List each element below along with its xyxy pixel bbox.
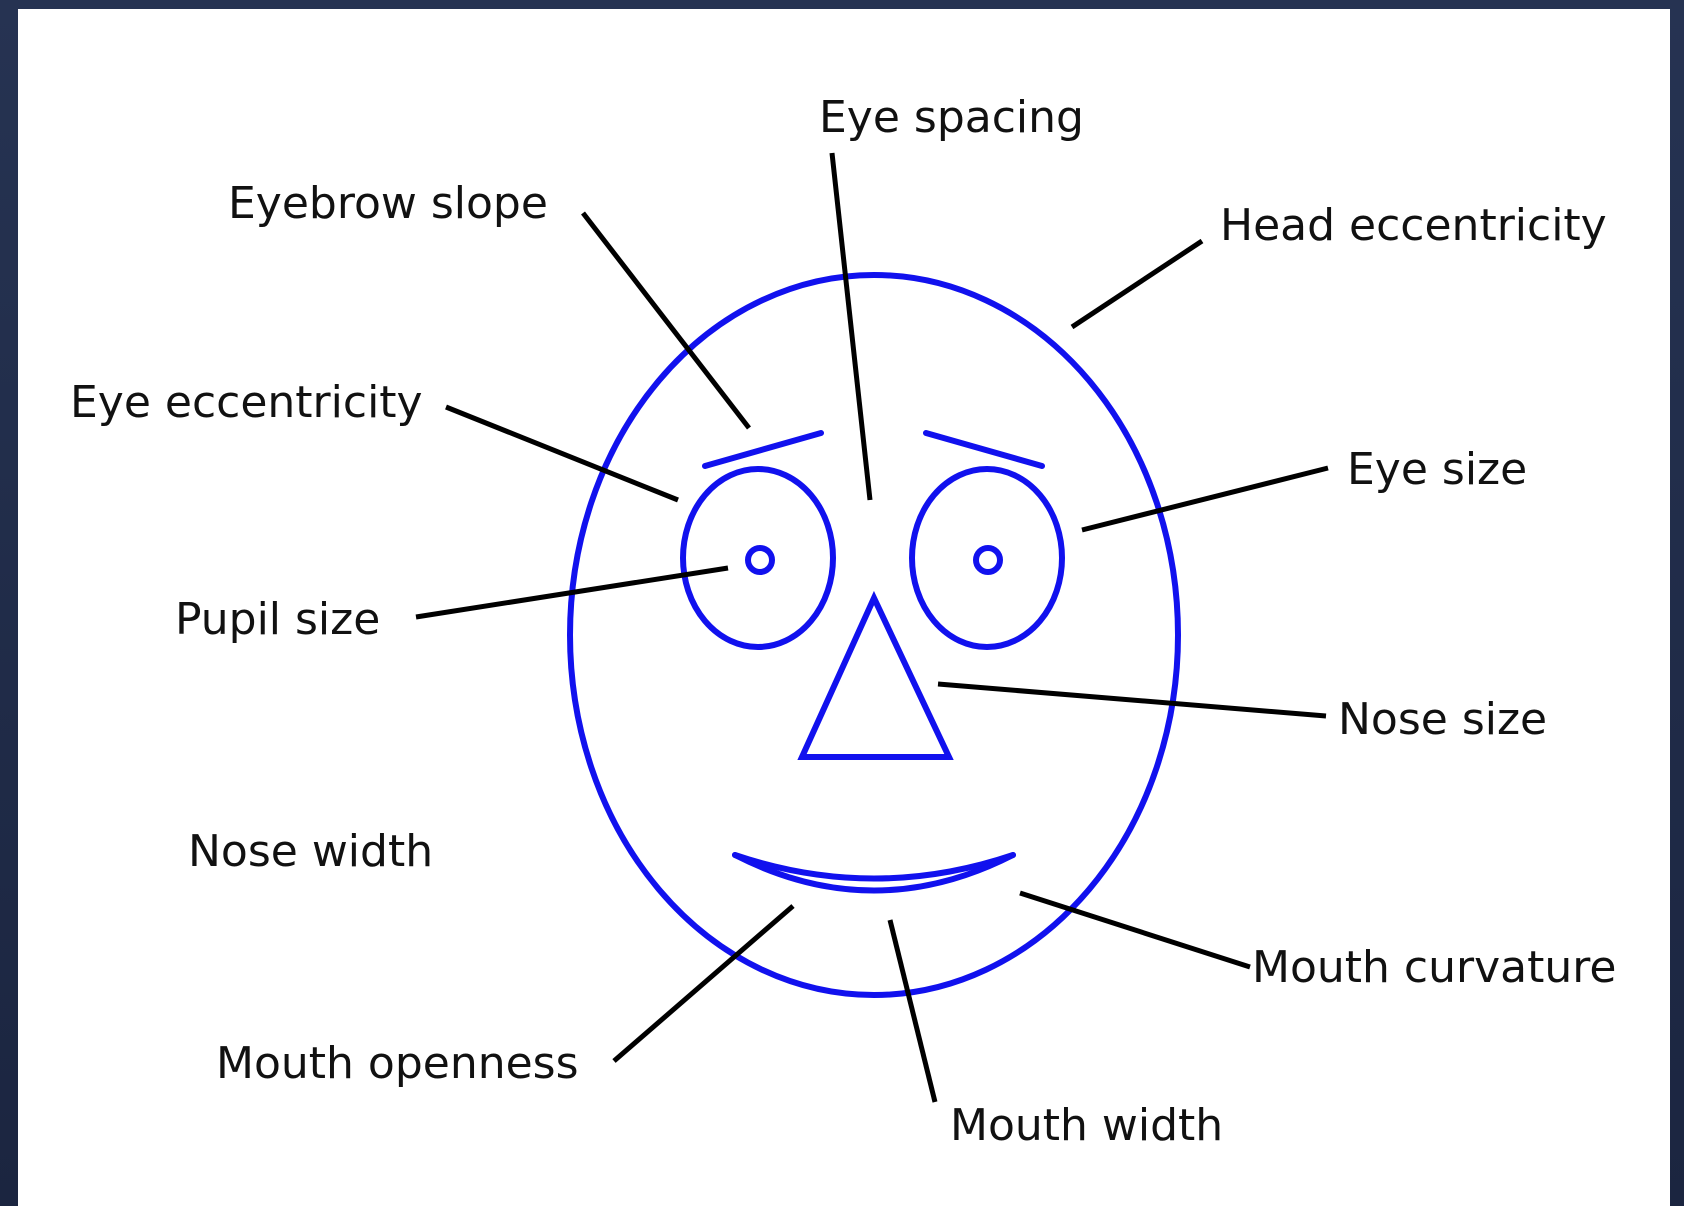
nose: [802, 598, 949, 757]
right-eyebrow: [926, 433, 1042, 466]
left-eyebrow: [705, 433, 821, 466]
label-eyebrow-slope: Eyebrow slope: [228, 178, 548, 229]
label-nose-width: Nose width: [188, 826, 433, 877]
mouth-openness-leader: [614, 906, 793, 1061]
nose-size-leader: [938, 684, 1326, 716]
label-nose-size: Nose size: [1338, 694, 1547, 745]
label-eye-size: Eye size: [1347, 444, 1527, 495]
label-mouth-curvature: Mouth curvature: [1252, 942, 1616, 993]
head-outline: [570, 275, 1178, 995]
label-pupil-size: Pupil size: [175, 594, 380, 645]
right-eye: [912, 469, 1062, 647]
label-head-eccentricity: Head eccentricity: [1220, 200, 1607, 251]
mouth-width-leader: [890, 920, 935, 1102]
eye-size-leader: [1082, 468, 1328, 530]
head-eccentricity-leader: [1072, 241, 1202, 327]
label-mouth-openness: Mouth openness: [216, 1038, 579, 1089]
face-drawing: [570, 275, 1178, 995]
left-pupil: [748, 548, 772, 572]
right-pupil: [976, 548, 1000, 572]
label-mouth-width: Mouth width: [950, 1100, 1223, 1151]
label-eye-spacing: Eye spacing: [819, 92, 1084, 143]
mouth-lower-lip: [735, 855, 1013, 891]
leader-lines: [416, 153, 1328, 1102]
label-eye-eccentricity: Eye eccentricity: [70, 377, 423, 428]
left-eye: [683, 469, 833, 647]
eye-spacing-leader: [832, 153, 870, 500]
eye-eccentricity-leader: [446, 407, 678, 500]
mouth-curvature-leader: [1020, 893, 1250, 967]
